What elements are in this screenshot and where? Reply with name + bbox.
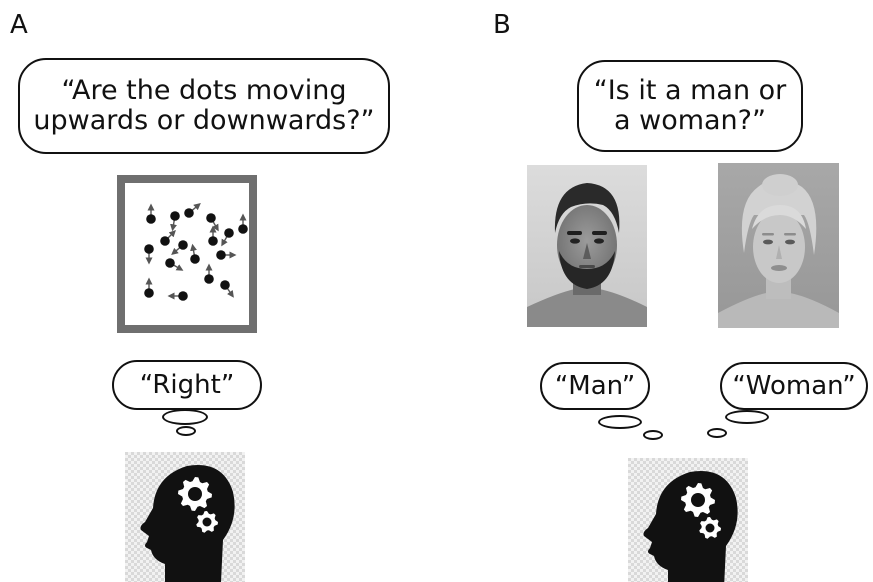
question-bubble-b: “Is it a man or a woman?” bbox=[577, 60, 803, 152]
moving-dot bbox=[165, 258, 184, 271]
moving-dot bbox=[206, 213, 219, 232]
moving-dot bbox=[146, 203, 156, 224]
gears-head-icon bbox=[628, 458, 748, 582]
thought-dot-small bbox=[643, 430, 663, 440]
moving-dot bbox=[170, 211, 180, 232]
moving-dot bbox=[171, 240, 188, 255]
male-face-photo bbox=[527, 165, 647, 327]
moving-dot bbox=[144, 277, 154, 298]
question-line: upwards or downwards?” bbox=[33, 105, 375, 136]
question-line: “Are the dots moving bbox=[61, 75, 347, 106]
answer-bubble-woman: “Woman” bbox=[720, 362, 868, 410]
question-bubble-a: “Are the dots moving upwards or downward… bbox=[18, 58, 390, 154]
moving-dot bbox=[204, 263, 214, 284]
moving-dot bbox=[144, 244, 154, 265]
answer-bubble-man: “Man” bbox=[540, 362, 650, 410]
moving-dot bbox=[190, 243, 200, 264]
female-face-photo bbox=[718, 163, 839, 328]
moving-dot bbox=[221, 228, 234, 247]
answer-bubble-right: “Right” bbox=[112, 360, 262, 410]
thought-dot-small bbox=[707, 428, 727, 438]
panel-label-a: A bbox=[10, 10, 28, 40]
thought-dot-small bbox=[176, 426, 196, 436]
stimulus-field bbox=[125, 183, 249, 325]
panel-label-b: B bbox=[493, 10, 511, 40]
moving-dot bbox=[220, 280, 234, 298]
moving-dot bbox=[238, 213, 248, 234]
question-line: a woman?” bbox=[613, 105, 766, 136]
moving-dot bbox=[160, 230, 176, 246]
thought-dot-large bbox=[162, 409, 208, 425]
moving-dot bbox=[216, 250, 237, 260]
moving-dots-stimulus bbox=[117, 175, 257, 333]
question-line: “Is it a man or bbox=[593, 75, 787, 106]
moving-dot bbox=[167, 291, 188, 301]
gears-head-icon bbox=[125, 452, 245, 582]
moving-dot bbox=[184, 203, 201, 218]
dots-display bbox=[144, 203, 248, 301]
thought-dot-large bbox=[725, 410, 769, 424]
moving-dot bbox=[208, 225, 218, 246]
thought-dot-large bbox=[598, 415, 642, 429]
